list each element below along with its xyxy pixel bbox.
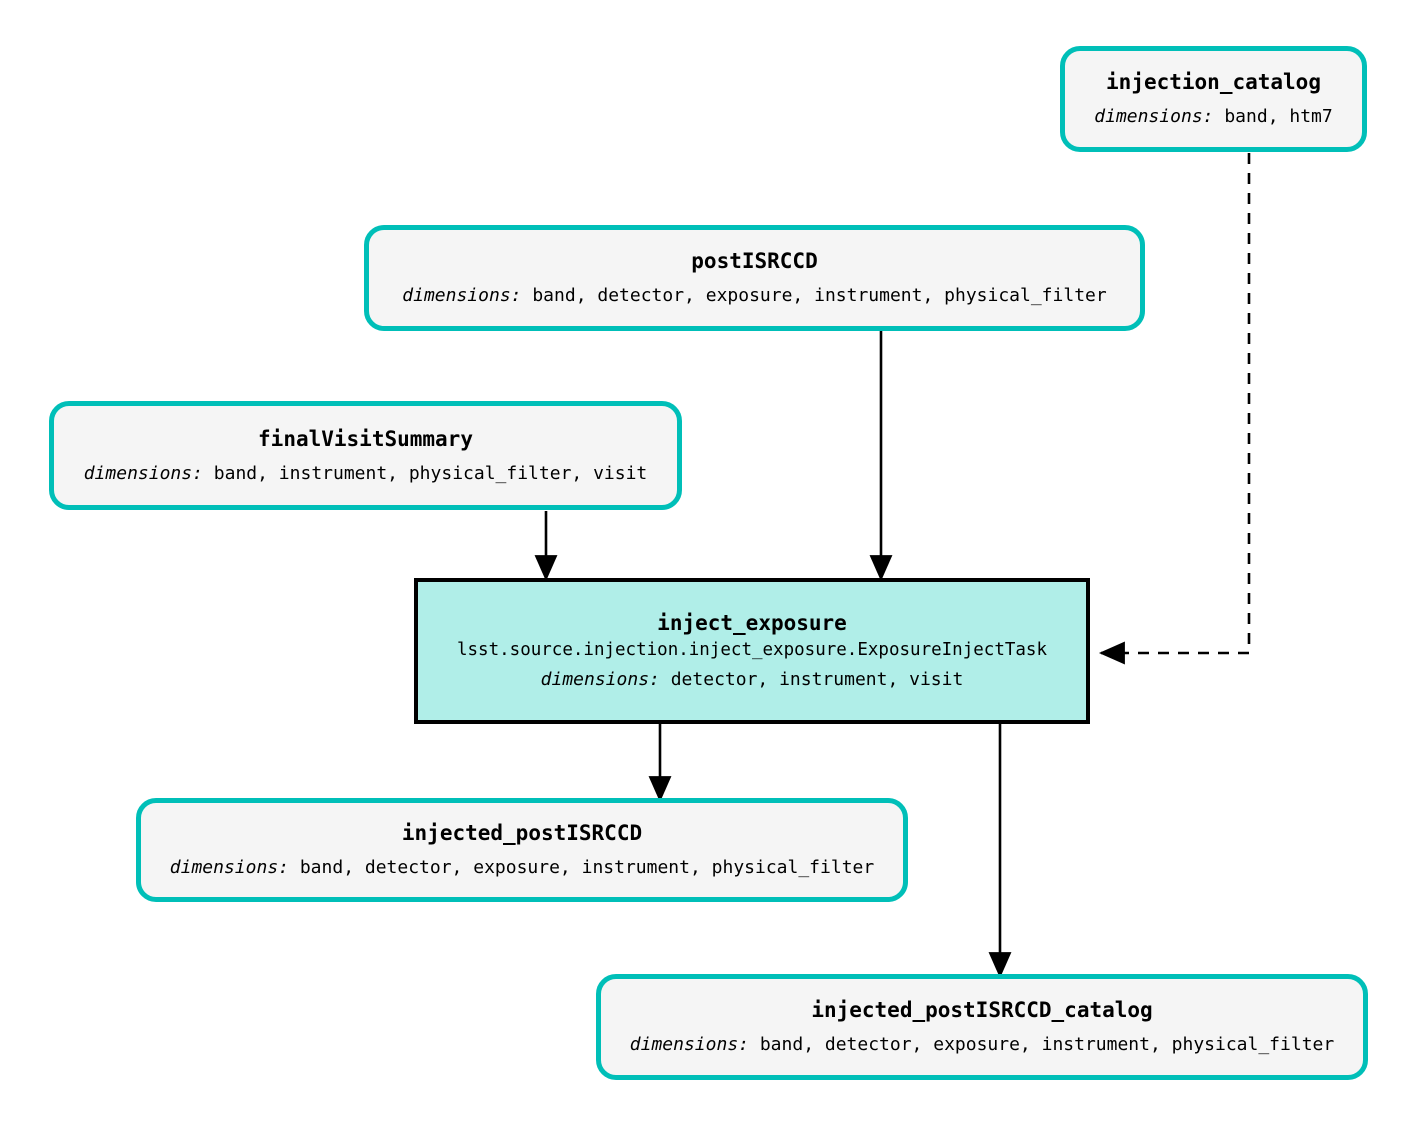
node-inject-exposure[interactable]: inject_exposure lsst.source.injection.in… bbox=[414, 578, 1090, 724]
node-postisrccd[interactable]: postISRCCD dimensions: band, detector, e… bbox=[364, 225, 1145, 331]
node-title: injected_postISRCCD_catalog bbox=[811, 998, 1153, 1023]
node-title: finalVisitSummary bbox=[258, 426, 473, 451]
dimensions-values: band, instrument, physical_filter, visit bbox=[213, 462, 648, 484]
node-dimensions: dimensions: band, detector, exposure, in… bbox=[170, 856, 874, 879]
dimensions-values: band, detector, exposure, instrument, ph… bbox=[532, 285, 1107, 307]
dimensions-label: dimensions: bbox=[83, 462, 203, 484]
node-injected-postisrccd[interactable]: injected_postISRCCD dimensions: band, de… bbox=[136, 798, 908, 902]
node-injected-postisrccd-catalog[interactable]: injected_postISRCCD_catalog dimensions: … bbox=[596, 974, 1368, 1080]
node-dimensions: dimensions: detector, instrument, visit bbox=[541, 668, 964, 691]
node-title: injected_postISRCCD bbox=[401, 821, 643, 846]
node-injection-catalog[interactable]: injection_catalog dimensions: band, htm7 bbox=[1060, 46, 1367, 152]
dimensions-values: band, detector, exposure, instrument, ph… bbox=[299, 857, 875, 879]
dimensions-values: detector, instrument, visit bbox=[670, 669, 964, 691]
node-dimensions: dimensions: band, detector, exposure, in… bbox=[402, 284, 1106, 307]
node-title: postISRCCD bbox=[691, 249, 818, 274]
node-title: inject_exposure bbox=[657, 611, 847, 636]
dimensions-label: dimensions: bbox=[629, 1034, 749, 1056]
dimensions-label: dimensions: bbox=[402, 285, 522, 307]
node-dimensions: dimensions: band, instrument, physical_f… bbox=[84, 462, 648, 485]
dimensions-label: dimensions: bbox=[540, 669, 660, 691]
dimensions-label: dimensions: bbox=[1094, 106, 1214, 128]
dimensions-label: dimensions: bbox=[169, 857, 289, 879]
node-title: injection_catalog bbox=[1106, 70, 1321, 95]
node-finalvisitsummary[interactable]: finalVisitSummary dimensions: band, inst… bbox=[49, 401, 682, 510]
dimensions-values: band, htm7 bbox=[1224, 106, 1333, 128]
node-dimensions: dimensions: band, detector, exposure, in… bbox=[630, 1033, 1334, 1056]
dimensions-values: band, detector, exposure, instrument, ph… bbox=[759, 1034, 1335, 1056]
node-dimensions: dimensions: band, htm7 bbox=[1094, 105, 1332, 128]
node-class-path: lsst.source.injection.inject_exposure.Ex… bbox=[456, 639, 1047, 660]
